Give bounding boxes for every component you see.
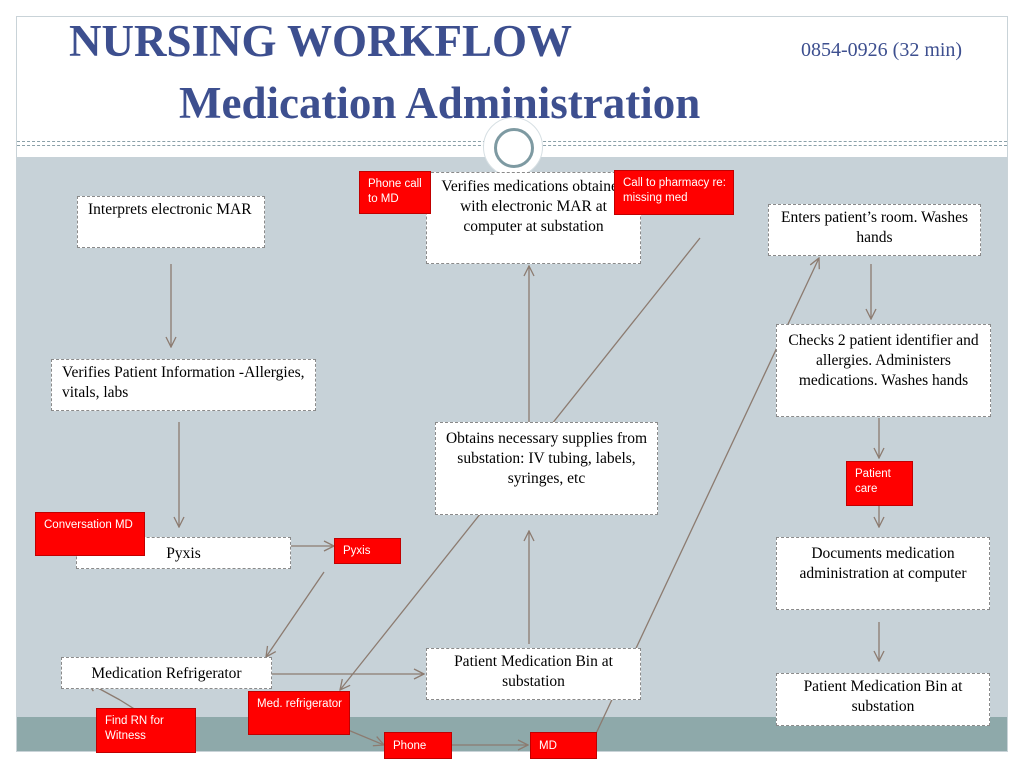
node-verifies-patient-info: Verifies Patient Information -Allergies,…	[51, 359, 316, 411]
arrow-med-fridge-to-phone	[347, 729, 384, 745]
ring-ornament-inner	[494, 128, 534, 168]
tag-med-refrigerator: Med. refrigerator	[248, 691, 350, 735]
node-patient-med-bin-2: Patient Medication Bin at substation	[776, 673, 990, 726]
tag-call-pharmacy: Call to pharmacy re: missing med	[614, 170, 734, 215]
tag-phone: Phone	[384, 732, 452, 759]
tag-conversation-md: Conversation MD	[35, 512, 145, 556]
node-verifies-medications: Verifies medications obtained with elect…	[426, 172, 641, 264]
tag-find-rn-witness: Find RN for Witness	[96, 708, 196, 753]
node-medication-refrigerator: Medication Refrigerator	[61, 657, 272, 689]
arrow-pyxis-to-refrigerator	[266, 571, 325, 657]
node-obtains-supplies: Obtains necessary supplies from substati…	[435, 422, 658, 515]
tag-phone-call-md: Phone call to MD	[359, 171, 431, 214]
tag-pyxis: Pyxis	[334, 538, 401, 564]
node-checks-identifier: Checks 2 patient identifier and allergie…	[776, 324, 991, 417]
node-patient-med-bin-1: Patient Medication Bin at substation	[426, 648, 641, 700]
node-interprets-mar: Interprets electronic MAR	[77, 196, 265, 248]
node-documents-admin: Documents medication administration at c…	[776, 537, 990, 610]
title-line-2: Medication Administration	[179, 78, 701, 128]
tag-md: MD	[530, 732, 597, 759]
tag-patient-care: Patient care	[846, 461, 913, 506]
timing-label: 0854-0926 (32 min)	[801, 39, 963, 61]
title-line-1: NURSING WORKFLOW	[69, 16, 572, 66]
node-enters-room: Enters patient’s room. Washes hands	[768, 204, 981, 256]
